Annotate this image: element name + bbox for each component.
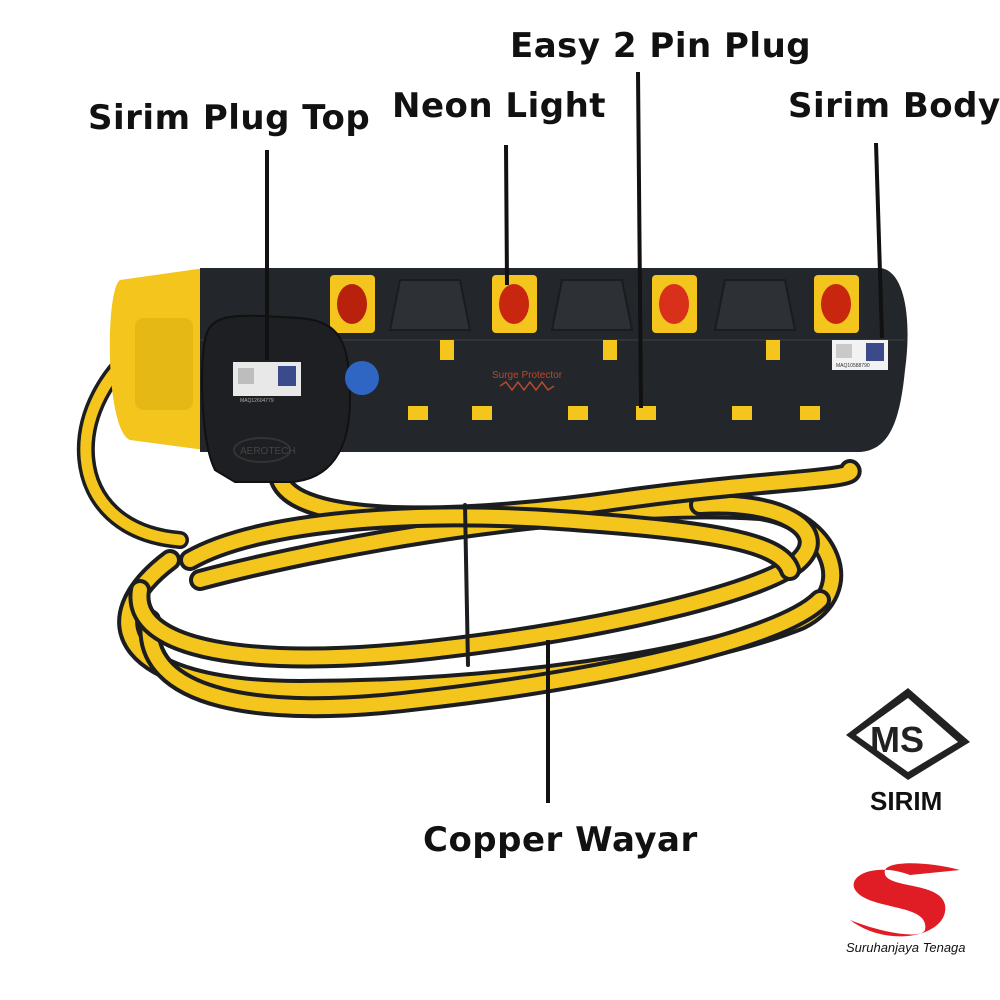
callout-lines	[265, 71, 884, 803]
svg-text:MAQ10588790: MAQ10588790	[836, 363, 870, 369]
svg-text:MAQ12604779: MAQ12604779	[240, 398, 274, 404]
callout-sirim-body: Sirim Body	[788, 86, 1000, 126]
callout-neon-light: Neon Light	[392, 86, 607, 126]
plug-top: MAQ12604779 AEROTECH	[201, 314, 379, 483]
st-logo	[850, 863, 960, 937]
easy-2-pin-hole	[636, 406, 656, 420]
surge-label: Surge Protector	[492, 370, 563, 381]
neon-light-group	[330, 275, 859, 333]
st-logo-text: Suruhanjaya Tenaga	[846, 940, 966, 955]
neon-light-1	[337, 284, 367, 324]
round-sticker	[345, 361, 379, 395]
neon-light-3	[659, 284, 689, 324]
cable-coil	[76, 331, 862, 719]
cable-tie	[463, 503, 470, 667]
socket-pins	[408, 340, 820, 420]
neon-light-4	[821, 284, 851, 324]
body-sirim-sticker: MAQ10588790	[832, 340, 888, 370]
svg-text:MS: MS	[870, 719, 924, 760]
callout-easy-2-pin-plug: Easy 2 Pin Plug	[510, 26, 812, 66]
surge-zigzag	[499, 380, 555, 392]
sirim-logo: MS	[846, 688, 970, 780]
plug-brand: AEROTECH	[240, 446, 296, 457]
switch-group	[388, 279, 797, 331]
callout-copper-wayar: Copper Wayar	[423, 820, 698, 860]
neon-light-2	[499, 284, 529, 324]
sirim-logo-text: SIRIM	[870, 786, 943, 816]
callout-sirim-plug-top: Sirim Plug Top	[88, 98, 371, 138]
